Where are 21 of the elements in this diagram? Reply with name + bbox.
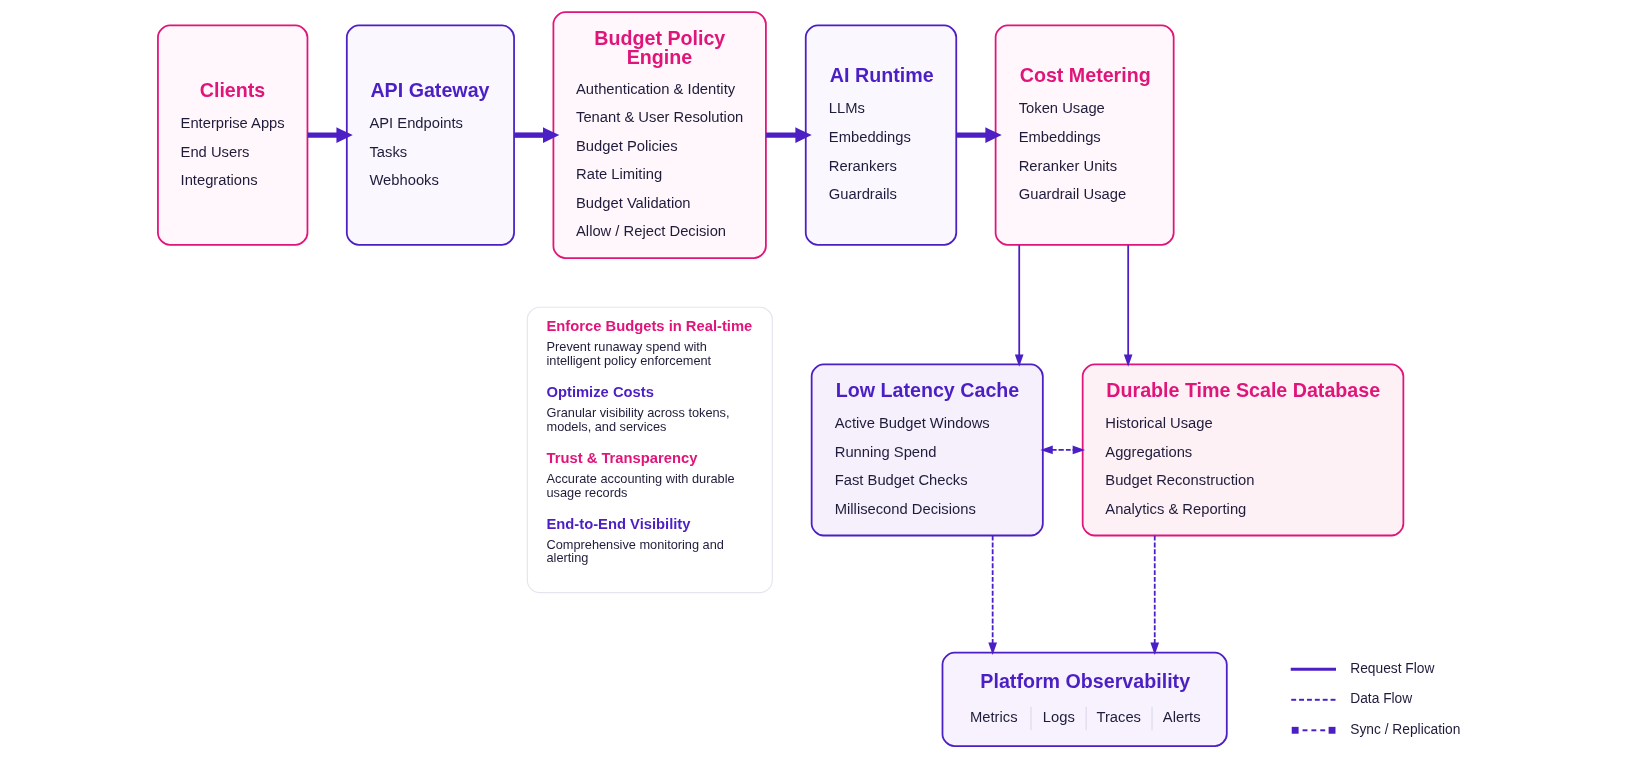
node-box: Budget Policy Engine Authentication & Identity Tenant & User Resolution Budget Policies Rate Limiting Budget Validation Allow / Reject Decision [552, 11, 767, 259]
legend-label: Request Flow [1349, 660, 1434, 676]
arrow [987, 534, 997, 655]
arrow [956, 127, 1002, 143]
arrow [1014, 244, 1024, 367]
arrow [1039, 445, 1085, 455]
node-box: Cost Metering Token Usage Embeddings Reranker Units Guardrail Usage [994, 24, 1175, 246]
node-box: Durable Time Scale Database Historical Usage Aggregations Budget Reconstruction Analytics & Reporting [1081, 363, 1404, 537]
node-box: API Gateway API Endpoints Tasks Webhooks [345, 24, 515, 246]
arrow [1149, 534, 1159, 655]
node-box: Low Latency Cache Active Budget Windows Running Spend Fast Budget Checks Millisecond Decisions [810, 363, 1044, 537]
arrow [1123, 244, 1132, 367]
node-box: Clients Enterprise Apps End Users Integrations [156, 24, 308, 246]
legend-label: Sync / Replication [1349, 721, 1460, 737]
node-box: AI Runtime LLMs Embeddings Rerankers Guardrails [804, 24, 957, 246]
node-box: Enforce Budgets in Real-time Prevent runaway spend with intelligent policy enforcement Optimize Costs Granular visibility across tokens, models, and services Trust & Transparency Accurate accounting with durable usage records End-to-End Visibility Comprehensive monitoring and alerting [526, 306, 773, 594]
legend-label: Data Flow [1349, 691, 1412, 707]
arrow [765, 127, 812, 143]
arrow [513, 127, 559, 143]
node-box: Platform Observability Metrics Logs Traces Alerts [941, 651, 1228, 747]
arrow [307, 127, 353, 143]
